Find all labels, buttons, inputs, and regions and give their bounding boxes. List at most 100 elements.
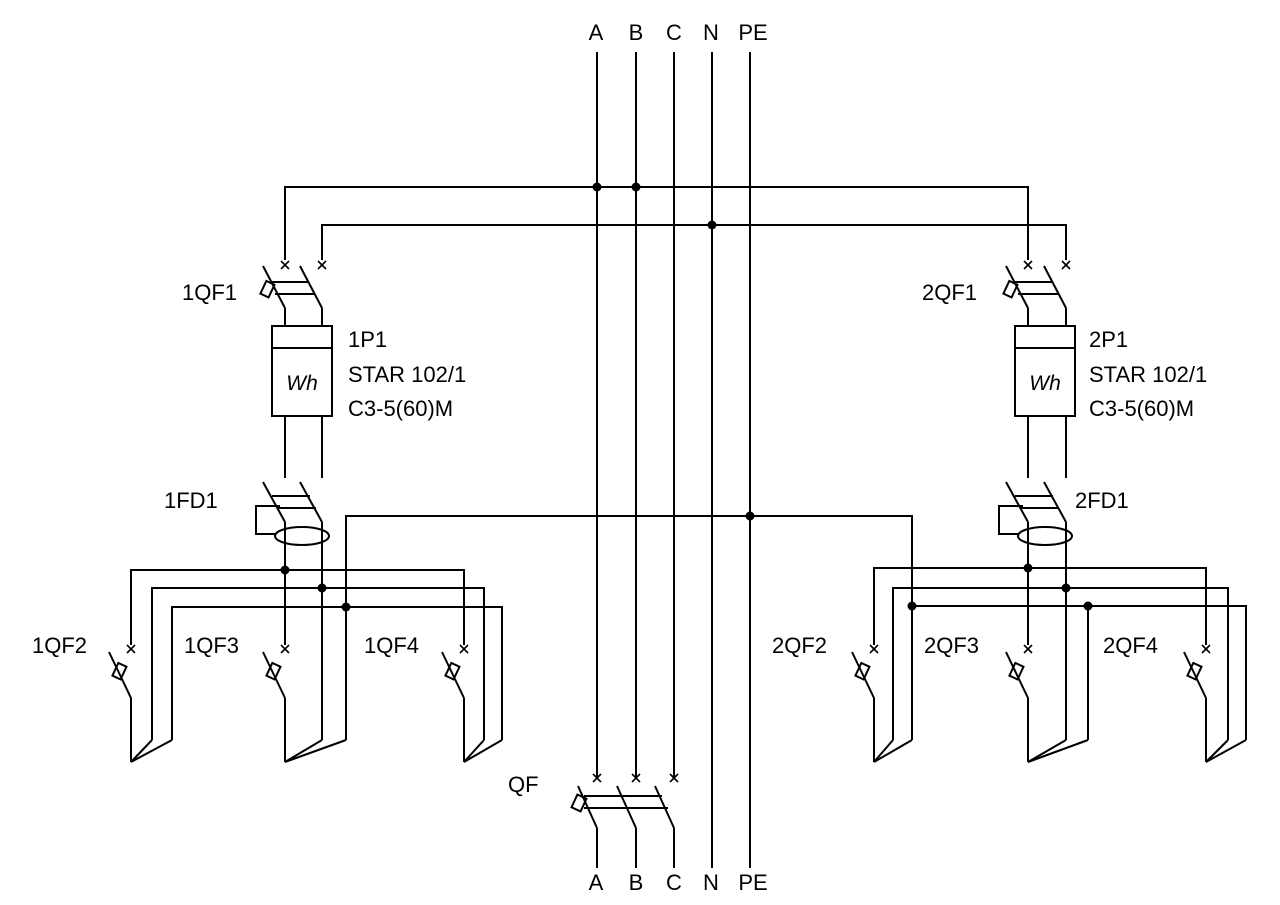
right-feeder-2-neutral-out — [1027, 739, 1067, 763]
left-feeder-1-x-mark — [126, 644, 136, 654]
right-feeder-2-pe-out — [1027, 739, 1089, 763]
left-feeder-3-x-mark — [459, 644, 469, 654]
right-rcd-blade-2 — [1043, 481, 1067, 523]
main-breaker-qf: QF — [508, 772, 679, 829]
right-meter-rating: C3-5(60)M — [1089, 396, 1194, 421]
left-feeder-2-label: 1QF3 — [184, 633, 239, 658]
pe-distribution-wire — [345, 515, 913, 608]
right-rcd-blade-1 — [1005, 481, 1029, 523]
right-junction-pe-left — [907, 601, 917, 611]
right-feeder-3-pe-out — [1205, 739, 1247, 763]
qf-trip-element — [570, 793, 588, 813]
right-feeder-2-x-mark — [1023, 644, 1033, 654]
bus-label-n-bottom: N — [703, 870, 719, 895]
right-feeder-1-x-mark — [869, 644, 879, 654]
left-qf1-x-mark-2 — [317, 260, 327, 270]
left-meter-model: STAR 102/1 — [348, 362, 466, 387]
bus-label-b-bottom: B — [629, 870, 644, 895]
right-rcd-label: 2FD1 — [1075, 488, 1129, 513]
right-busbars — [873, 563, 1247, 740]
left-breaker-label: 1QF1 — [182, 280, 237, 305]
qf-x-mark-a — [592, 773, 602, 783]
bus-label-a-bottom: A — [589, 870, 604, 895]
left-meter-box — [271, 325, 333, 417]
right-feeder-1-trip-element — [854, 661, 871, 681]
left-feeder-1-pe-out — [130, 739, 173, 763]
right-feeder-2-blade — [1005, 651, 1029, 699]
left-feeder-2-pe-out — [284, 739, 347, 763]
right-feeder-2-trip-element — [1008, 661, 1025, 681]
left-feeder-3-trip-element — [444, 661, 461, 681]
left-qf1-trip-element — [259, 279, 276, 299]
right-feeder-1-blade — [851, 651, 875, 699]
bus-labels-top: A B C N PE — [589, 20, 768, 45]
left-meter-id: 1P1 — [348, 327, 387, 352]
right-qf1-trip-element — [1002, 279, 1019, 299]
right-meter-model: STAR 102/1 — [1089, 362, 1207, 387]
left-busbar-pe — [171, 606, 503, 740]
bus-conductors — [596, 52, 751, 868]
right-feeder-2-label: 2QF3 — [924, 633, 979, 658]
main-breaker-label: QF — [508, 772, 539, 797]
right-feeder-3-trip-element — [1186, 661, 1203, 681]
right-feeder-3-neutral-out — [1205, 739, 1229, 763]
left-feeders: 1QF2 1QF3 1QF4 — [32, 633, 419, 658]
right-group: 2QF1 Wh 2P1 STAR 102/1 C3-5(60)M 2FD1 — [922, 260, 1207, 588]
left-feeder-2-trip-element — [265, 661, 282, 681]
junction-b-tap — [631, 182, 641, 192]
left-feeder-2-neutral-out — [284, 739, 323, 763]
left-meter-rating: C3-5(60)M — [348, 396, 453, 421]
bus-label-c-top: C — [666, 20, 682, 45]
left-feeder-3-neutral-out — [463, 739, 485, 763]
right-feeder-1-label: 2QF2 — [772, 633, 827, 658]
right-feeder-3-x-mark — [1201, 644, 1211, 654]
right-meter-symbol: Wh — [1029, 372, 1061, 395]
bus-label-pe-bottom: PE — [738, 870, 767, 895]
left-qf1-blade-2 — [299, 265, 323, 309]
left-rcd-blade-2 — [299, 481, 323, 523]
left-busbars — [130, 565, 503, 740]
right-feeders: 2QF2 2QF3 2QF4 — [772, 633, 1158, 658]
left-qf1-x-mark-1 — [280, 260, 290, 270]
junction-n-tap — [707, 220, 717, 230]
left-feeder-1-neutral-out — [130, 739, 153, 763]
bus-label-pe-top: PE — [738, 20, 767, 45]
qf-x-mark-c — [669, 773, 679, 783]
bus-label-c-bottom: C — [666, 870, 682, 895]
right-meter-box — [1014, 325, 1076, 417]
left-busbar-neutral — [151, 587, 485, 740]
right-busbar-pe — [912, 605, 1247, 740]
left-rcd-blade-1 — [262, 481, 286, 523]
bus-label-n-top: N — [703, 20, 719, 45]
left-rcd-label: 1FD1 — [164, 488, 218, 513]
pe-distribution — [345, 511, 913, 608]
tap-phase-line — [284, 186, 1029, 260]
bus-labels-bottom: A B C N PE — [589, 870, 768, 895]
right-feeder-3-label: 2QF4 — [1103, 633, 1158, 658]
left-feeder-1-blade — [108, 651, 132, 699]
right-meter-id: 2P1 — [1089, 327, 1128, 352]
bus-label-a-top: A — [589, 20, 604, 45]
left-rcd-test-loop — [255, 505, 280, 535]
left-feeder-3-label: 1QF4 — [364, 633, 419, 658]
left-feeder-2-x-mark — [280, 644, 290, 654]
left-meter-symbol: Wh — [286, 372, 318, 395]
left-feeder-1-trip-element — [111, 661, 128, 681]
junction-pe — [745, 511, 755, 521]
right-qf1-blade-2 — [1043, 265, 1067, 309]
left-feeder-2-blade — [262, 651, 286, 699]
left-feeder-3-blade — [441, 651, 465, 699]
bus-label-b-top: B — [629, 20, 644, 45]
left-feeder-3-pe-out — [463, 739, 503, 763]
right-rcd-test-loop — [998, 505, 1023, 535]
feeder-breaker-symbols — [108, 644, 1247, 763]
right-feeder-3-blade — [1183, 651, 1207, 699]
right-qf1-x-mark-1 — [1023, 260, 1033, 270]
right-breaker-label: 2QF1 — [922, 280, 977, 305]
right-busbar-neutral — [892, 587, 1229, 740]
left-feeder-1-label: 1QF2 — [32, 633, 87, 658]
tap-neutral-line — [321, 224, 1067, 260]
junction-a-tap — [592, 182, 602, 192]
left-group: 1QF1 Wh 1P1 STAR 102/1 C3-5(60)M 1FD1 — [164, 260, 466, 588]
right-feeder-1-pe-out — [873, 739, 913, 763]
